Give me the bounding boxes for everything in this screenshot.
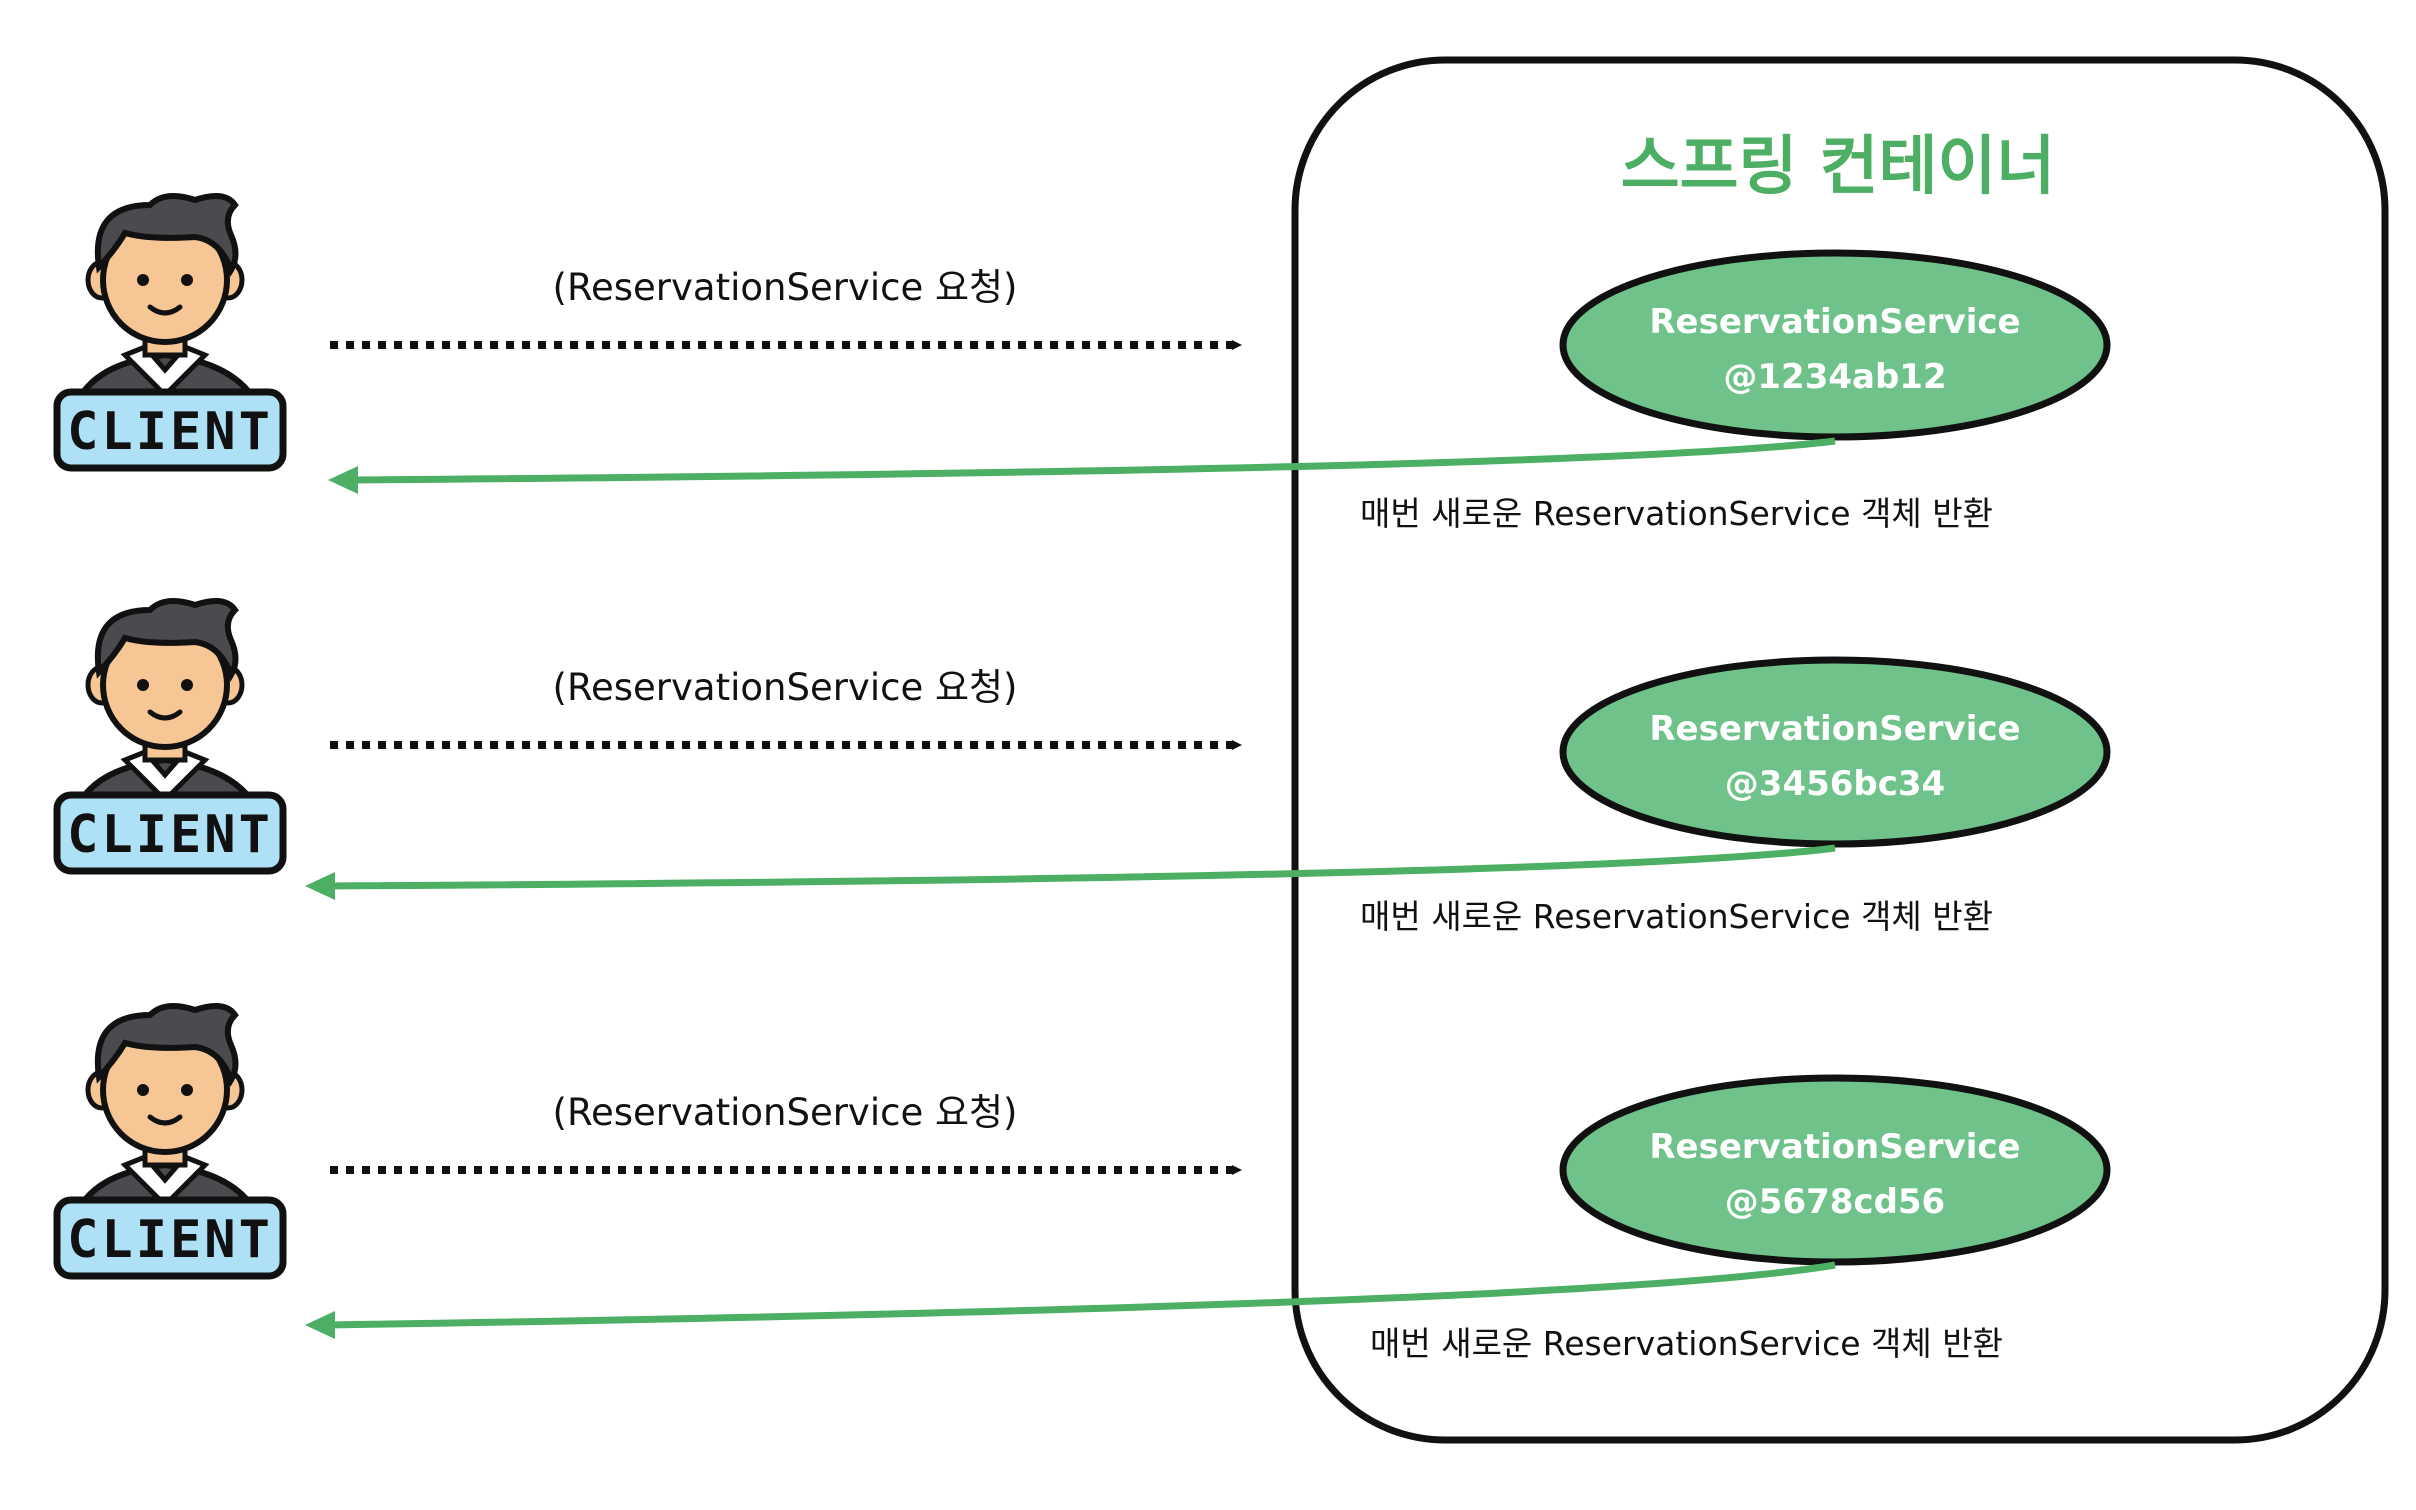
response-arrowhead <box>328 466 358 494</box>
response-label: 매번 새로운 ReservationService 객체 반환 <box>1360 897 1993 936</box>
spring-container-box <box>1291 56 2389 1444</box>
client-badge <box>53 388 287 472</box>
client-label: CLIENT <box>67 402 273 462</box>
request-label: (ReservationService 요청) <box>553 1091 1018 1134</box>
response-label: 매번 새로운 ReservationService 객체 반환 <box>1370 1324 2003 1363</box>
response-label: 매번 새로운 ReservationService 객체 반환 <box>1360 494 1993 533</box>
bean-instance <box>1559 249 2111 441</box>
bean-id: @1234ab12 <box>1723 357 1946 397</box>
client-label: CLIENT <box>67 805 273 865</box>
container-title: 스프링 컨테이너 <box>1621 130 2055 204</box>
bean-instance <box>1559 656 2111 848</box>
client-person-icon <box>66 598 269 838</box>
client-label: CLIENT <box>67 1210 273 1270</box>
client-row-3: CLIENT (ReservationService 요청) Reservati… <box>53 1003 2111 1363</box>
response-arrowhead <box>305 872 335 900</box>
client-row-1: CLIENT (ReservationService 요청) Reservati… <box>53 193 2111 533</box>
bean-name: ReservationService <box>1649 709 2020 749</box>
client-badge <box>53 1196 287 1280</box>
bean-id: @5678cd56 <box>1725 1182 1945 1222</box>
response-arrow <box>351 437 1836 484</box>
client-badge <box>53 791 287 875</box>
client-row-2: CLIENT (ReservationService 요청) Reservati… <box>53 598 2111 936</box>
request-label: (ReservationService 요청) <box>553 266 1018 309</box>
request-label: (ReservationService 요청) <box>553 666 1018 709</box>
bean-name: ReservationService <box>1649 1127 2020 1167</box>
response-arrow <box>329 1261 1836 1329</box>
bean-name: ReservationService <box>1649 302 2020 342</box>
bean-instance <box>1559 1074 2111 1266</box>
response-arrowhead <box>305 1311 335 1339</box>
response-arrow <box>329 844 1836 890</box>
bean-id: @3456bc34 <box>1725 764 1945 804</box>
